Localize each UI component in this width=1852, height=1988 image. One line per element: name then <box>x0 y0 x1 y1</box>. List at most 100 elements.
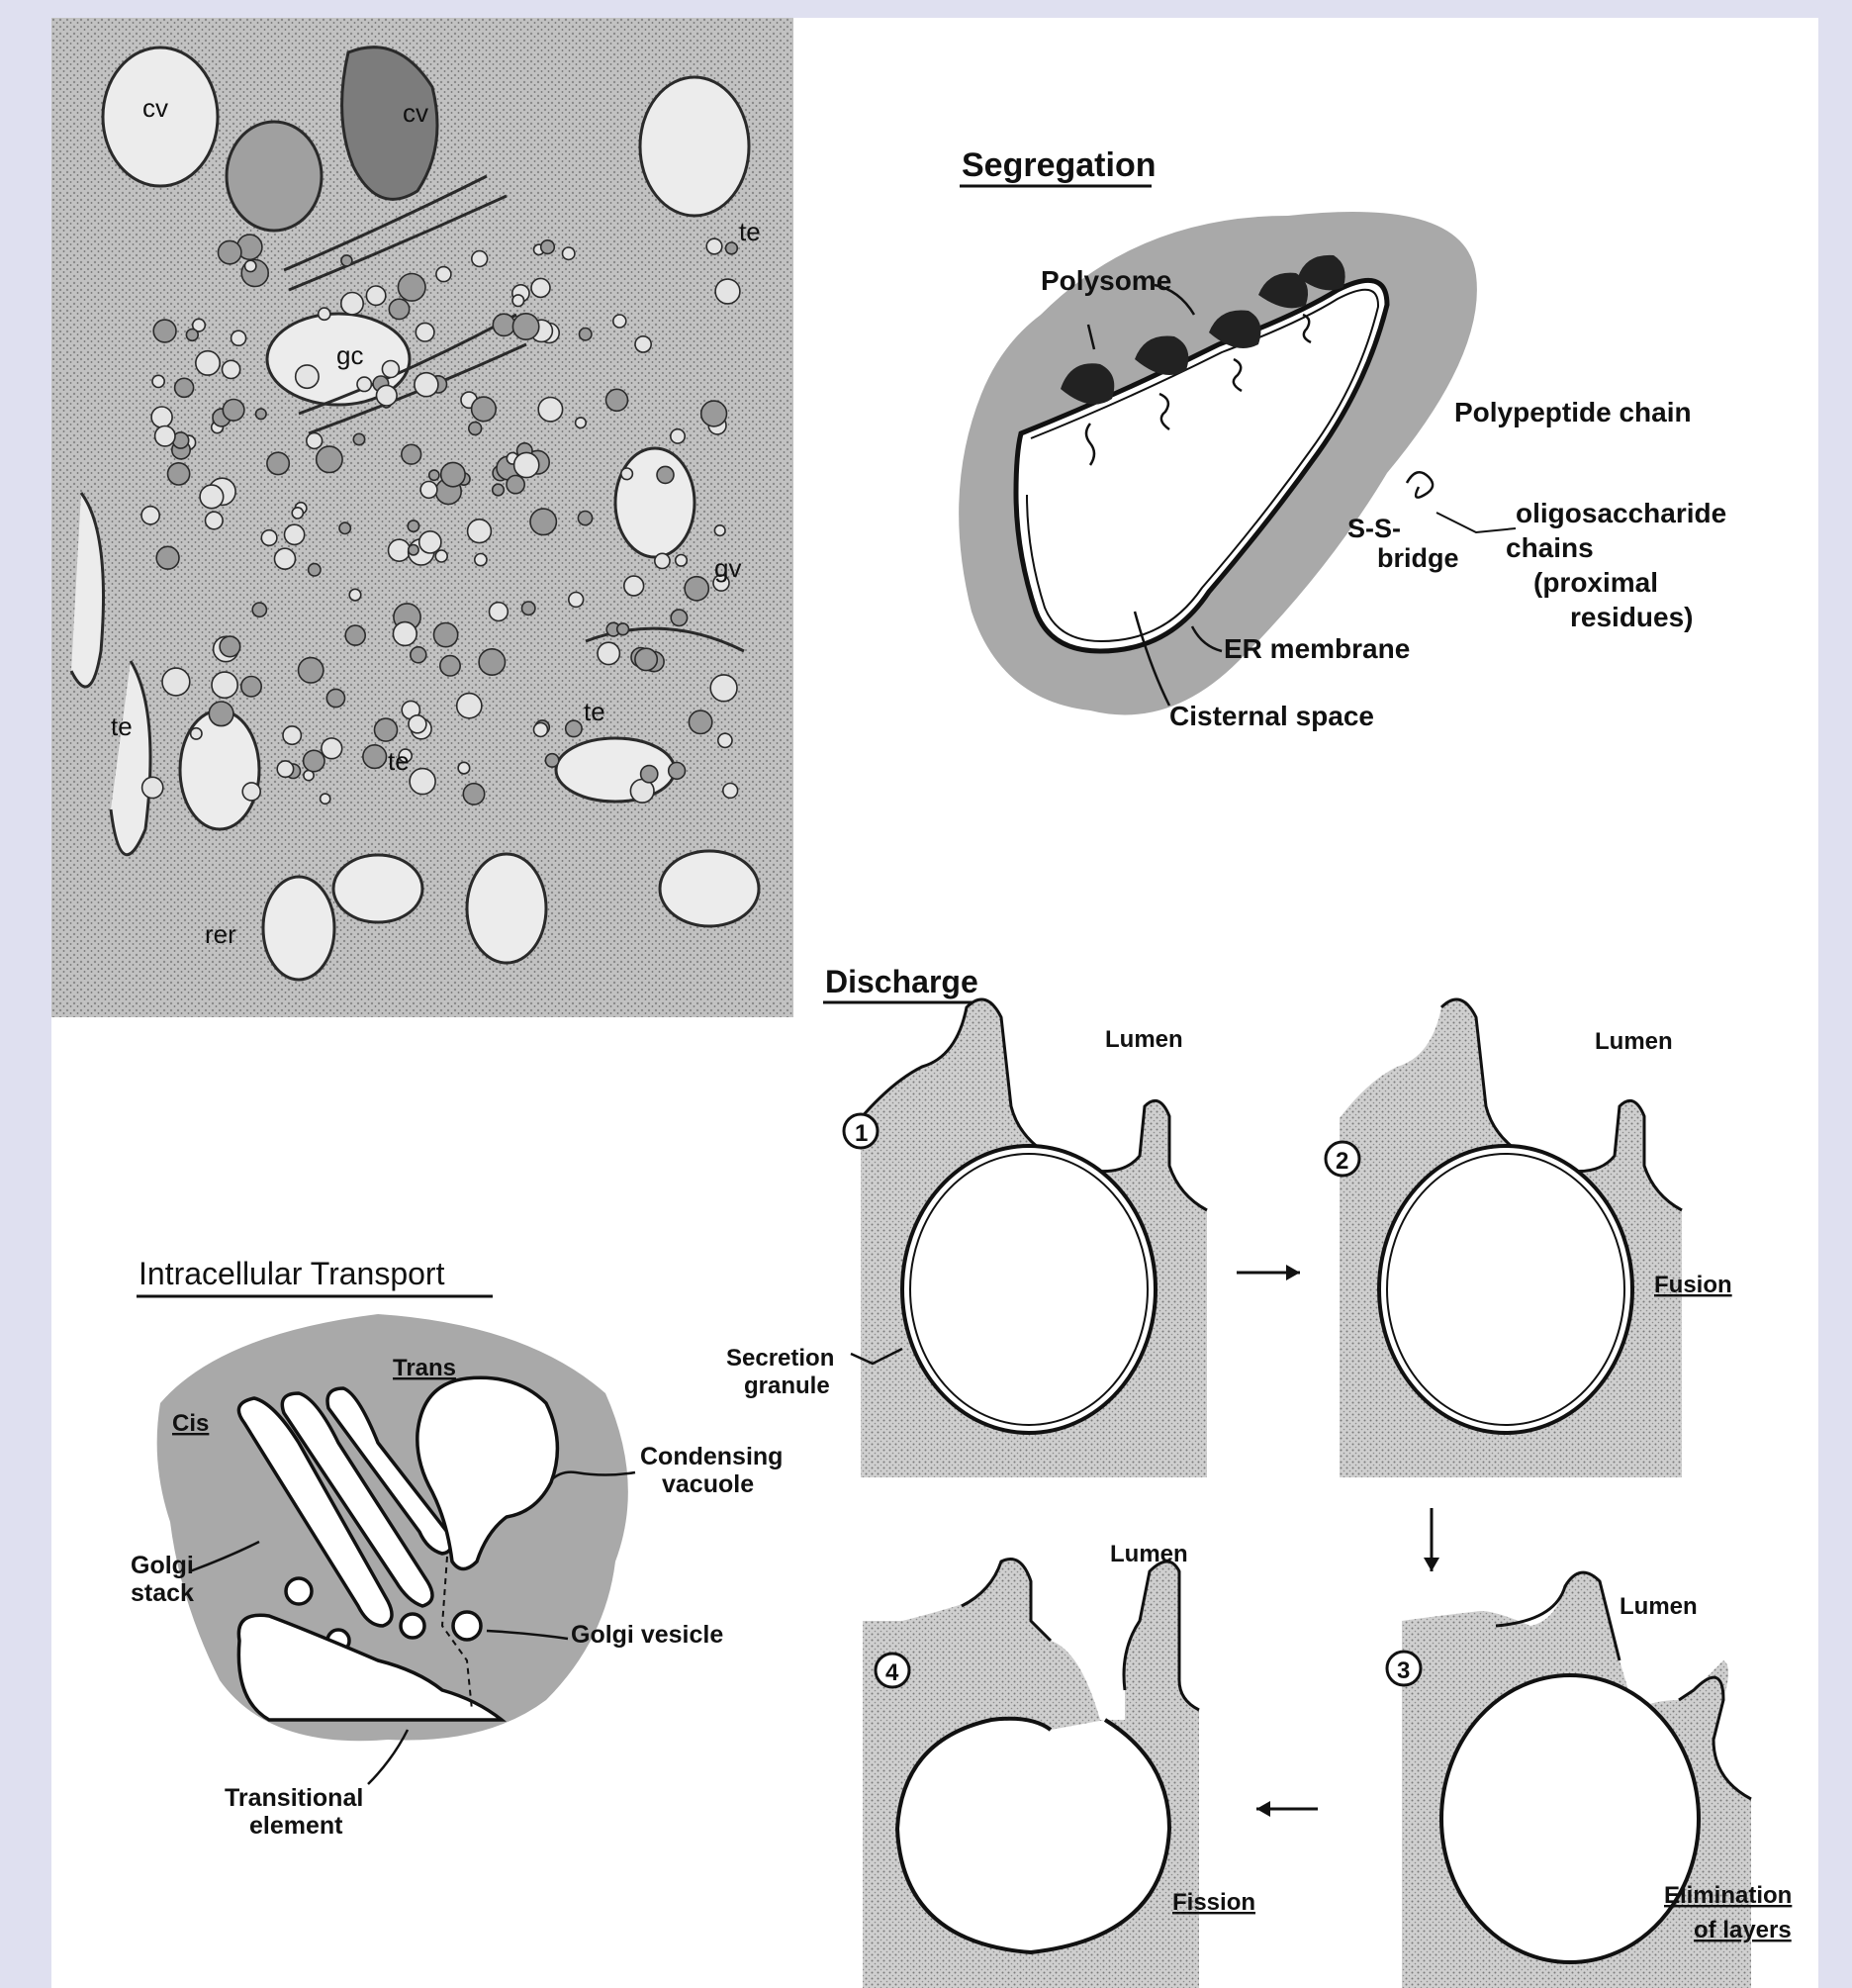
micrograph-vesicle <box>531 278 550 297</box>
micrograph-vesicle <box>363 745 387 769</box>
micrograph-vesicle <box>472 397 497 422</box>
micrograph-vesicle <box>283 726 301 744</box>
micrograph-vesicle <box>152 375 164 387</box>
step1-number: 1 <box>855 1120 868 1147</box>
label-secretion-1: Secretion <box>726 1345 834 1372</box>
golgi-vesicle-small-3 <box>401 1614 424 1638</box>
micrograph-vesicle <box>435 550 447 562</box>
micrograph-vesicle <box>655 553 670 568</box>
micrograph-vesicle <box>522 602 535 615</box>
micrograph-vesicle <box>196 351 220 375</box>
micrograph-vesicle <box>706 238 722 254</box>
label-oligo-1: oligosaccharide <box>1516 498 1726 528</box>
micrograph-vesicle <box>685 577 708 601</box>
micrograph-vesicle <box>353 433 364 444</box>
golgi-vesicle <box>453 1612 481 1640</box>
label-ss-2: bridge <box>1377 543 1459 573</box>
micrograph-vesicle <box>326 689 344 707</box>
label-trans: Trans <box>393 1355 456 1381</box>
micrograph-vesicle <box>710 675 737 702</box>
micrograph-vesicle <box>267 452 289 474</box>
micrograph-vesicle <box>151 407 172 427</box>
micrograph-vesicle <box>617 623 629 635</box>
label-condensing-1: Condensing <box>640 1443 783 1470</box>
rer-profile <box>263 877 334 980</box>
micrograph-vesicle <box>241 677 261 697</box>
arrow-2-to-3 <box>1424 1508 1439 1571</box>
discharge-diagram: Discharge 1 Lumen Secretion granule 2 <box>726 964 1792 1988</box>
micrograph-vesicle <box>469 423 482 435</box>
micrograph-vesicle <box>429 470 439 480</box>
segregation-diagram: Segregation Polysome Polypeptide chain S… <box>959 146 1726 731</box>
micrograph-vesicle <box>223 400 244 422</box>
micrograph-vesicle <box>415 373 438 397</box>
label-cisternal-space: Cisternal space <box>1169 701 1374 731</box>
micrograph-vesicle <box>468 520 492 543</box>
micrograph-vesicle <box>153 320 176 342</box>
label-cv-1: cv <box>142 93 168 123</box>
micrograph-vesicle <box>389 299 409 319</box>
micrograph-vesicle <box>345 625 365 645</box>
micrograph-vesicle <box>419 531 441 553</box>
micrograph-vesicle <box>277 761 293 777</box>
discharge-title: Discharge <box>825 964 978 999</box>
micrograph-vesicle <box>545 754 558 767</box>
micrograph-vesicle <box>206 512 224 529</box>
micrograph-vesicle <box>220 636 240 657</box>
polypeptide-coil <box>1407 472 1433 497</box>
step3-granule <box>1441 1675 1699 1962</box>
label-gv: gv <box>714 553 741 583</box>
golgi-vesicle-small-1 <box>286 1578 312 1604</box>
micrograph-vesicle <box>436 267 451 282</box>
micrograph-vesicle <box>635 648 657 670</box>
arrow-1-2-head <box>1286 1265 1300 1280</box>
micrograph-vesicle <box>292 508 303 519</box>
micrograph-vesicle <box>472 251 488 267</box>
micrograph-vesicle <box>402 444 421 464</box>
micrograph-vesicle <box>382 361 399 378</box>
label-polypeptide: Polypeptide chain <box>1454 397 1692 427</box>
micrograph-vesicle <box>285 524 305 544</box>
micrograph-vesicle <box>398 274 425 302</box>
micrograph-vesicle <box>341 293 363 315</box>
micrograph-vesicle <box>701 401 727 426</box>
label-elimination-2: of layers <box>1694 1917 1792 1943</box>
micrograph-vesicle <box>440 656 460 676</box>
micrograph-vesicle <box>718 733 732 747</box>
transport-title: Intracellular Transport <box>139 1256 445 1291</box>
micrograph-vesicle <box>598 642 619 664</box>
micrograph-vesicle <box>578 512 592 525</box>
micrograph-vesicle <box>563 247 575 259</box>
step1-granule <box>902 1146 1156 1433</box>
label-fission: Fission <box>1172 1889 1255 1916</box>
segregation-title: Segregation <box>962 146 1156 184</box>
micrograph-vesicle <box>200 485 224 509</box>
micrograph-vesicle <box>514 452 539 477</box>
te-profile-1 <box>180 710 259 829</box>
step3-lumen: Lumen <box>1620 1593 1698 1620</box>
arrow-2-3-head <box>1424 1558 1439 1571</box>
micrograph-vesicle <box>715 279 740 304</box>
step4-number: 4 <box>885 1659 899 1686</box>
label-golgi-1: Golgi <box>131 1552 194 1579</box>
micrograph-vesicle <box>541 240 555 254</box>
micrograph-vesicle <box>242 783 260 801</box>
micrograph-vesicle <box>408 521 418 531</box>
micrograph-vesicle <box>245 260 256 271</box>
micrograph-vesicle <box>566 720 582 736</box>
figure-panel: cv cv gc te gv te te te rer Segregation <box>51 18 1818 1988</box>
arrow-1-to-2 <box>1237 1265 1300 1280</box>
label-condensing-2: vacuole <box>662 1470 754 1498</box>
micrograph-vesicle <box>458 762 470 774</box>
label-rer: rer <box>205 919 236 949</box>
micrograph-vesicle <box>223 360 240 378</box>
micrograph-vesicle <box>252 603 266 616</box>
vacuole-round <box>227 122 322 231</box>
micrograph-vesicle <box>393 622 417 646</box>
micrograph-vesicle <box>613 315 626 328</box>
micrograph-vesicle <box>409 715 426 733</box>
micrograph-vesicle <box>671 429 685 443</box>
micrograph-vesicle <box>319 308 330 320</box>
micrograph-vesicle <box>141 507 159 524</box>
label-oligo-4: residues) <box>1570 602 1694 632</box>
